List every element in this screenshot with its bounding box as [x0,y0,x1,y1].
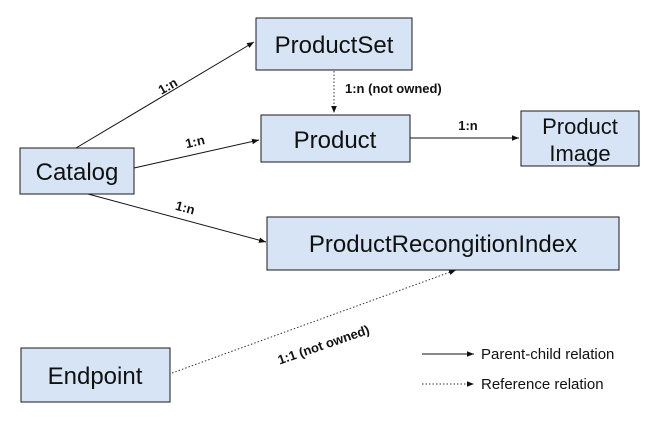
edge-label-catalog-index: 1:n [174,198,197,218]
edge-productset-product: 1:n (not owned) [331,71,442,113]
edge-label-catalog-productset: 1:n [156,75,180,98]
legend-dotted: Reference relation [422,376,604,393]
node-product-image-label-line2: Image [549,141,610,166]
node-catalog: Catalog [19,147,135,195]
edge-label-endpoint-index: 1:1 (not owned) [276,322,372,367]
node-endpoint-label: Endpoint [48,363,143,390]
node-product-image-label-line1: Product [542,114,618,139]
edge-label-product-image: 1:n [458,118,478,133]
node-productset: ProductSet [255,17,413,71]
edge-endpoint-index: 1:1 (not owned) [171,269,457,374]
node-product-recognition-index-label: ProductRecongitionIndex [309,231,577,258]
legend: Parent-child relation Reference relation [422,346,614,393]
legend-dotted-label: Reference relation [481,376,604,393]
edge-catalog-productset: 1:n [75,41,255,149]
legend-solid: Parent-child relation [422,346,614,363]
node-endpoint: Endpoint [20,347,171,403]
edge-label-productset-product: 1:n (not owned) [345,81,442,96]
legend-solid-label: Parent-child relation [481,346,614,363]
node-product-image: Product Image [520,110,640,167]
node-product-recognition-index: ProductRecongitionIndex [266,216,620,271]
node-productset-label: ProductSet [275,32,394,59]
edge-label-catalog-product: 1:n [184,132,206,151]
node-product-label: Product [294,127,377,154]
edge-catalog-product: 1:n [133,132,260,169]
edge-catalog-index: 1:n [87,193,267,243]
node-catalog-label: Catalog [36,159,119,186]
edge-product-image: 1:n [410,118,519,141]
node-product: Product [260,114,411,163]
